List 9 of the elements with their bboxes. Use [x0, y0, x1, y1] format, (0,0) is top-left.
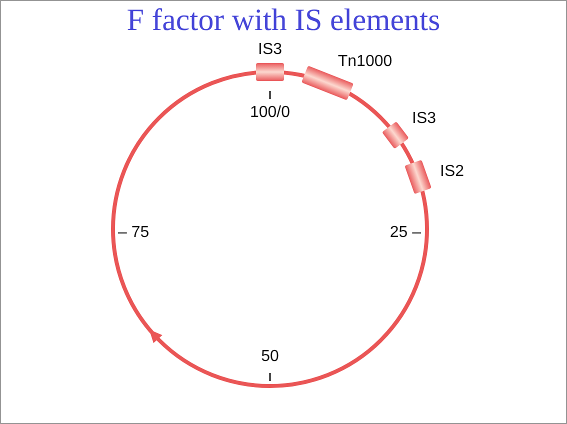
map-position-label: 50	[261, 348, 279, 366]
element-label: IS3	[412, 110, 436, 128]
map-position-label: 25 –	[390, 224, 421, 242]
element-label: IS2	[440, 163, 464, 181]
element-label: IS3	[258, 41, 282, 59]
element-label: Tn1000	[338, 53, 392, 71]
map-position-label: – 75	[118, 224, 150, 242]
title: F factor with IS elements	[126, 2, 442, 38]
map-position-label: 100/0	[250, 104, 290, 122]
